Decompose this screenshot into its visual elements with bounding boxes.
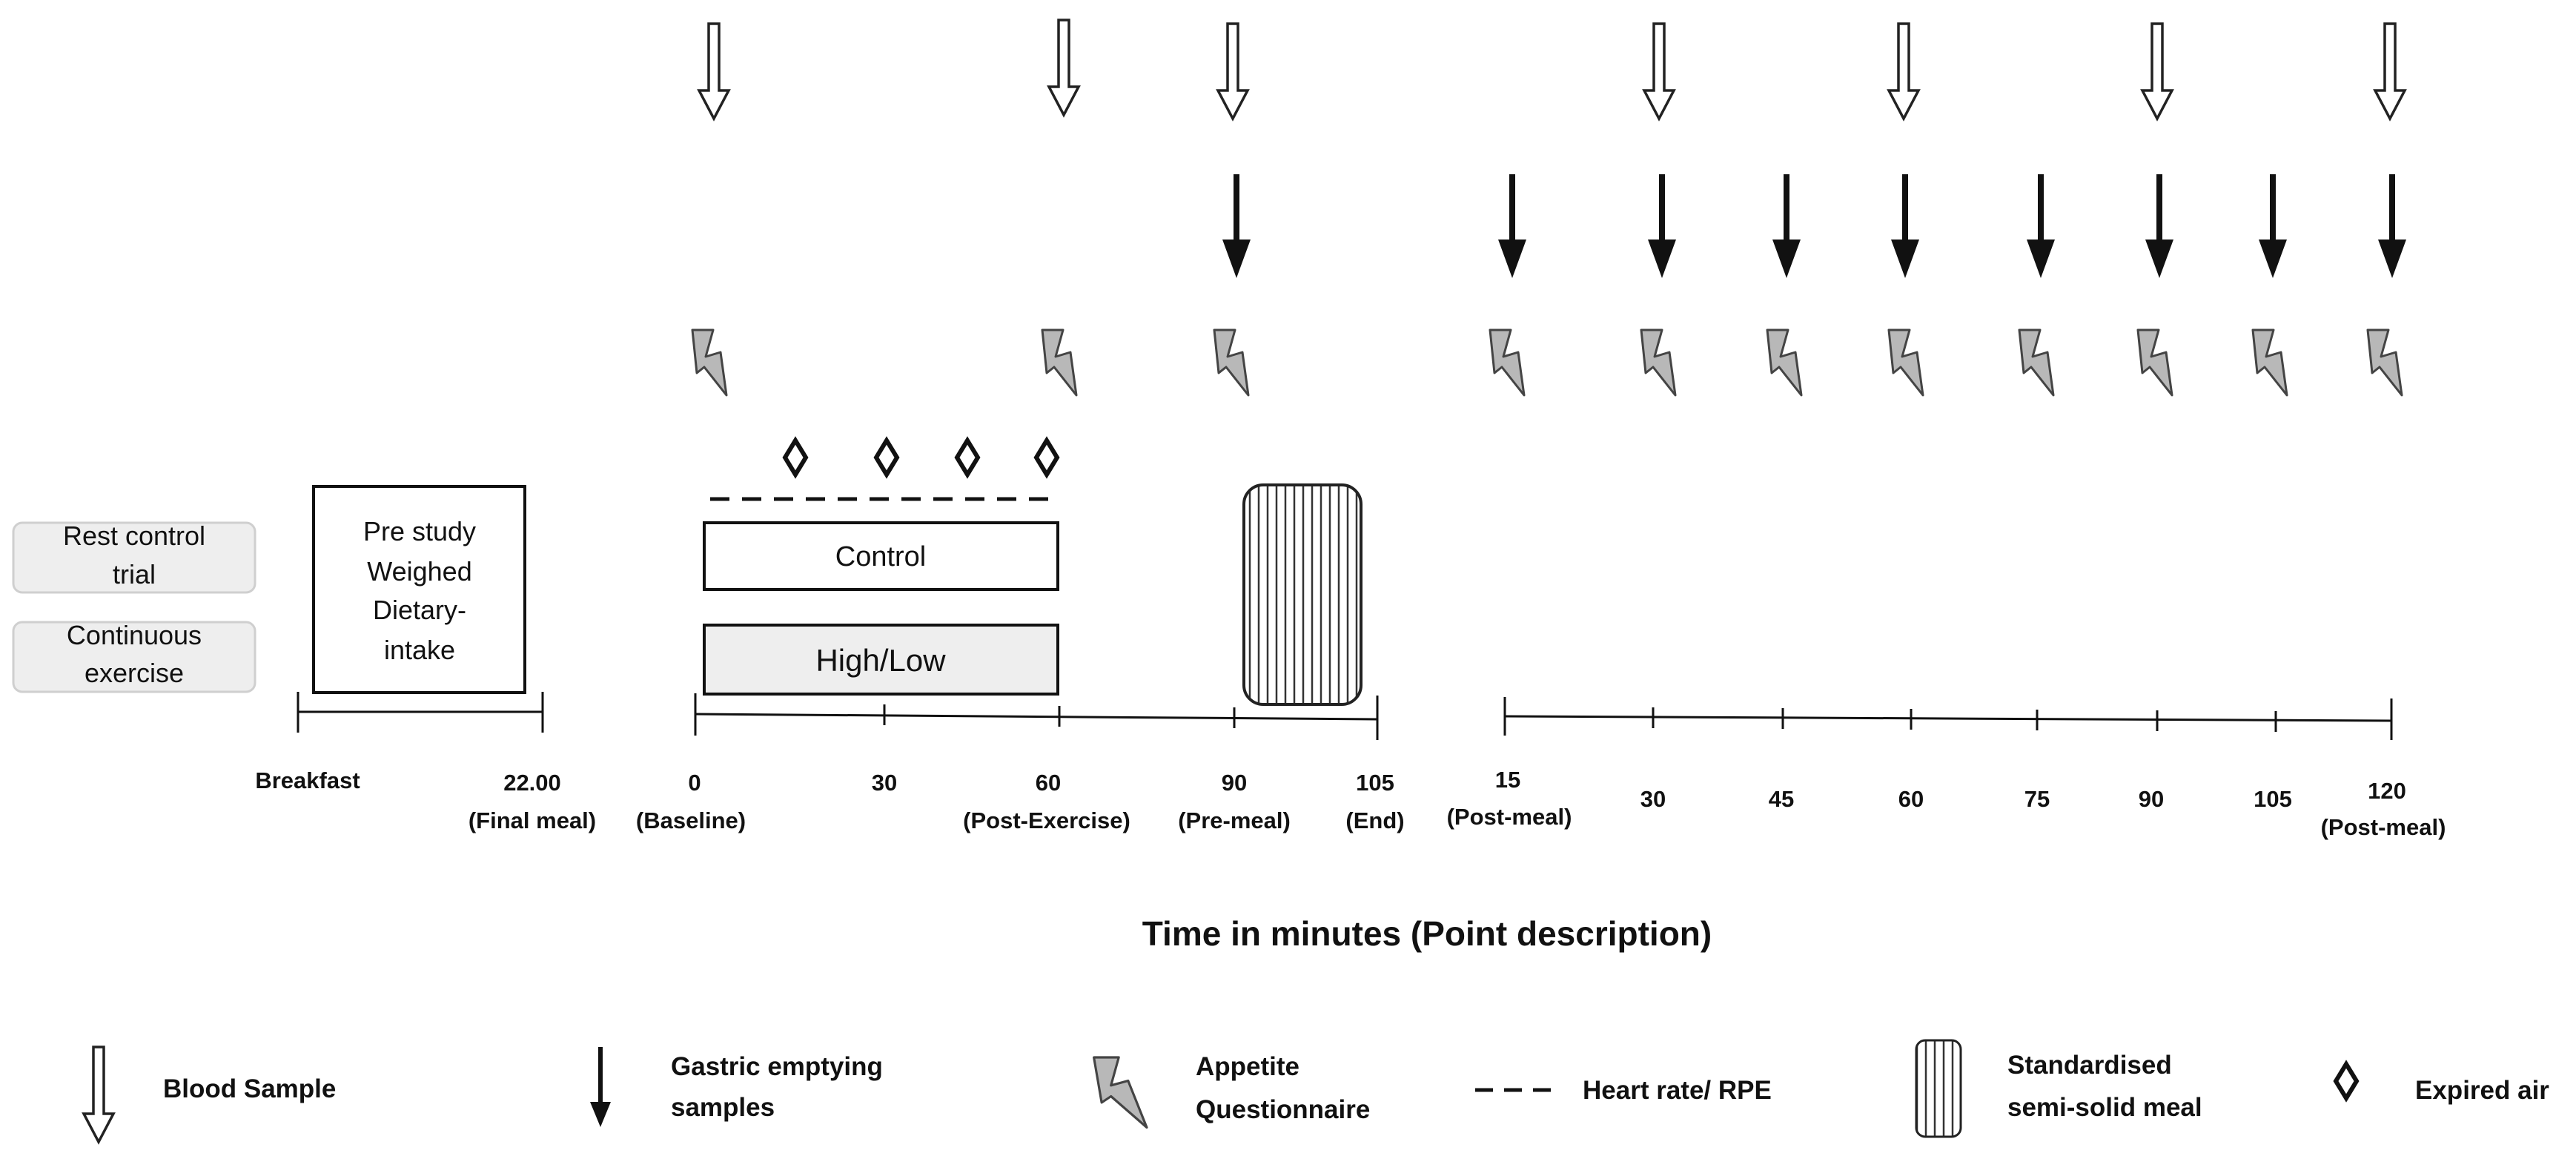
blood-sample-arrow-icon: [1887, 22, 1920, 120]
expired-air-diamond-icon: [957, 440, 978, 475]
timeline-pre-study: [297, 692, 544, 733]
tick-label-p60: 60: [1898, 786, 1924, 812]
tick-label-2200: 22.00: [503, 770, 561, 796]
tick-label-15: 15: [1495, 767, 1520, 793]
timeline-post-meal: [1503, 697, 2393, 740]
gastric-arrow-icon: [2259, 174, 2287, 278]
tick-label-p105: 105: [2254, 786, 2292, 812]
gastric-arrow-icon: [1772, 174, 1801, 278]
appetite-bolt-icon: [1041, 328, 1078, 397]
blood-sample-arrow-icon: [2141, 22, 2173, 120]
blood-sample-arrow-icon: [1643, 22, 1675, 120]
tick-label-90: 90: [1222, 770, 1247, 796]
expired-air-diamond-icon: [1036, 440, 1057, 475]
control-bar-label: Control: [835, 541, 927, 572]
legend-appetite-bolt-icon: [1093, 1056, 1148, 1129]
rest-trial-label-line1: Rest control: [63, 521, 205, 551]
tick-label-0: 0: [688, 770, 701, 796]
tick-label-final-meal: (Final meal): [468, 807, 596, 833]
appetite-bolt-icon: [1213, 328, 1250, 397]
timeline-exercise: [694, 693, 1379, 740]
tick-label-p120: 120: [2368, 778, 2406, 804]
pre-study-line2: Weighed: [367, 556, 471, 587]
blood-sample-arrow-icon: [1216, 22, 1249, 120]
gastric-arrow-icon: [1648, 174, 1676, 278]
trial-label-rest: Rest control trial: [12, 521, 256, 594]
tick-label-p30: 30: [1640, 786, 1666, 812]
standardised-meal-block: [1242, 483, 1363, 706]
tick-label-end: (End): [1345, 807, 1404, 833]
gastric-arrow-icon: [2145, 174, 2173, 278]
gastric-arrow-icon: [1498, 174, 1526, 278]
tick-label-105: 105: [1356, 770, 1394, 796]
legend-gastric-label-line1: Gastric emptying: [671, 1052, 883, 1081]
appetite-bolt-icon: [1489, 328, 1526, 397]
pre-study-line1: Pre study: [363, 516, 476, 546]
appetite-bolt-icon: [2136, 328, 2173, 397]
legend-meal-label-line1: Standardised: [2007, 1051, 2172, 1080]
gastric-arrow-icon: [2027, 174, 2055, 278]
tick-label-breakfast: Breakfast: [255, 767, 360, 793]
tick-label-baseline: (Baseline): [636, 807, 746, 833]
legend-gastric-label-line2: samples: [671, 1093, 775, 1122]
blood-sample-arrow-icon: [1047, 19, 1080, 116]
tick-label-post-meal-2: (Post-meal): [2321, 814, 2446, 840]
tick-label-post-exercise: (Post-Exercise): [963, 807, 1130, 833]
tick-label-p90: 90: [2139, 786, 2164, 812]
tick-labels: Breakfast 22.00 (Final meal) 0 (Baseline…: [255, 767, 2446, 840]
appetite-bolt-icon: [2018, 328, 2055, 397]
legend-heart-rate-label: Heart rate/ RPE: [1583, 1076, 1772, 1105]
tick-label-post-meal-1: (Post-meal): [1447, 804, 1572, 830]
appetite-bolt-icon: [691, 328, 728, 397]
legend-meal-icon: [1915, 1039, 1962, 1138]
appetite-bolt-icon: [1640, 328, 1677, 397]
appetite-bolt-icon: [1766, 328, 1803, 397]
legend-gastric-arrow-icon: [590, 1047, 611, 1127]
appetite-bolt-icon: [1887, 328, 1924, 397]
appetite-bolt-icon: [2366, 328, 2403, 397]
tick-label-p75: 75: [2024, 786, 2050, 812]
legend-expired-air-icon: [2336, 1064, 2357, 1098]
continuous-trial-label-line2: exercise: [85, 658, 184, 688]
highlow-bar-label: High/Low: [815, 643, 946, 678]
tick-label-p45: 45: [1769, 786, 1794, 812]
control-bar: Control: [703, 521, 1059, 591]
legend-blood-sample-label: Blood Sample: [163, 1074, 336, 1103]
appetite-bolt-icon: [2251, 328, 2288, 397]
legend-expired-air-label: Expired air: [2415, 1076, 2549, 1105]
gastric-arrow-icon: [1222, 174, 1251, 278]
axis-title: Time in minutes (Point description): [1142, 914, 1712, 953]
legend-blood-sample-icon: [82, 1046, 115, 1143]
pre-study-line3: Dietary-: [373, 595, 466, 625]
expired-air-diamonds: [785, 440, 1057, 475]
highlow-bar: High/Low: [703, 624, 1059, 696]
pre-study-box: Pre study Weighed Dietary- intake: [312, 485, 526, 694]
continuous-trial-label-line1: Continuous: [67, 620, 202, 650]
rest-trial-label-line2: trial: [113, 559, 156, 589]
blood-sample-arrow-icon: [698, 22, 730, 120]
gastric-arrow-icon: [2378, 174, 2406, 278]
blood-sample-arrow-icon: [2374, 22, 2406, 120]
gastric-emptying-arrows: [1222, 174, 2406, 278]
tick-label-pre-meal: (Pre-meal): [1178, 807, 1291, 833]
expired-air-diamond-icon: [785, 440, 806, 475]
appetite-questionnaire-bolts: [691, 328, 2403, 397]
legend-appetite-label-line1: Appetite: [1196, 1052, 1299, 1081]
pre-study-line4: intake: [384, 635, 455, 665]
expired-air-diamond-icon: [876, 440, 897, 475]
tick-label-60: 60: [1036, 770, 1061, 796]
gastric-arrow-icon: [1891, 174, 1919, 278]
trial-label-continuous: Continuous exercise: [12, 620, 256, 693]
legend: Blood Sample Gastric emptying samples Ap…: [82, 1039, 2549, 1143]
tick-label-30: 30: [872, 770, 897, 796]
legend-meal-label-line2: semi-solid meal: [2007, 1093, 2202, 1122]
legend-appetite-label-line2: Questionnaire: [1196, 1095, 1370, 1124]
blood-sample-arrows: [698, 19, 2406, 120]
